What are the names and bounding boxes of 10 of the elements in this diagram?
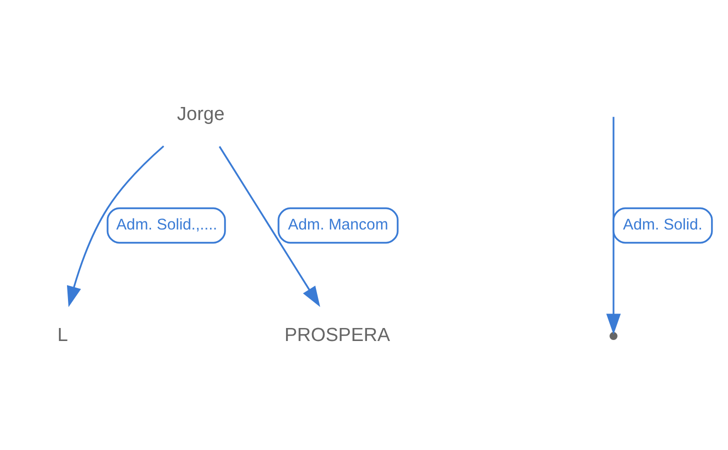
node-text: PROSPERA — [284, 324, 390, 346]
node-text: Jorge — [177, 103, 225, 124]
arrow — [66, 144, 164, 307]
node-text: L — [57, 324, 68, 346]
edge-label: Adm. Solid.,.... — [116, 216, 218, 233]
arrow — [606, 116, 621, 334]
edge-label: Adm. Solid. — [623, 216, 702, 233]
edge-label: Adm. Mancom — [288, 216, 388, 233]
node-point — [610, 332, 618, 340]
arrow — [218, 146, 320, 307]
